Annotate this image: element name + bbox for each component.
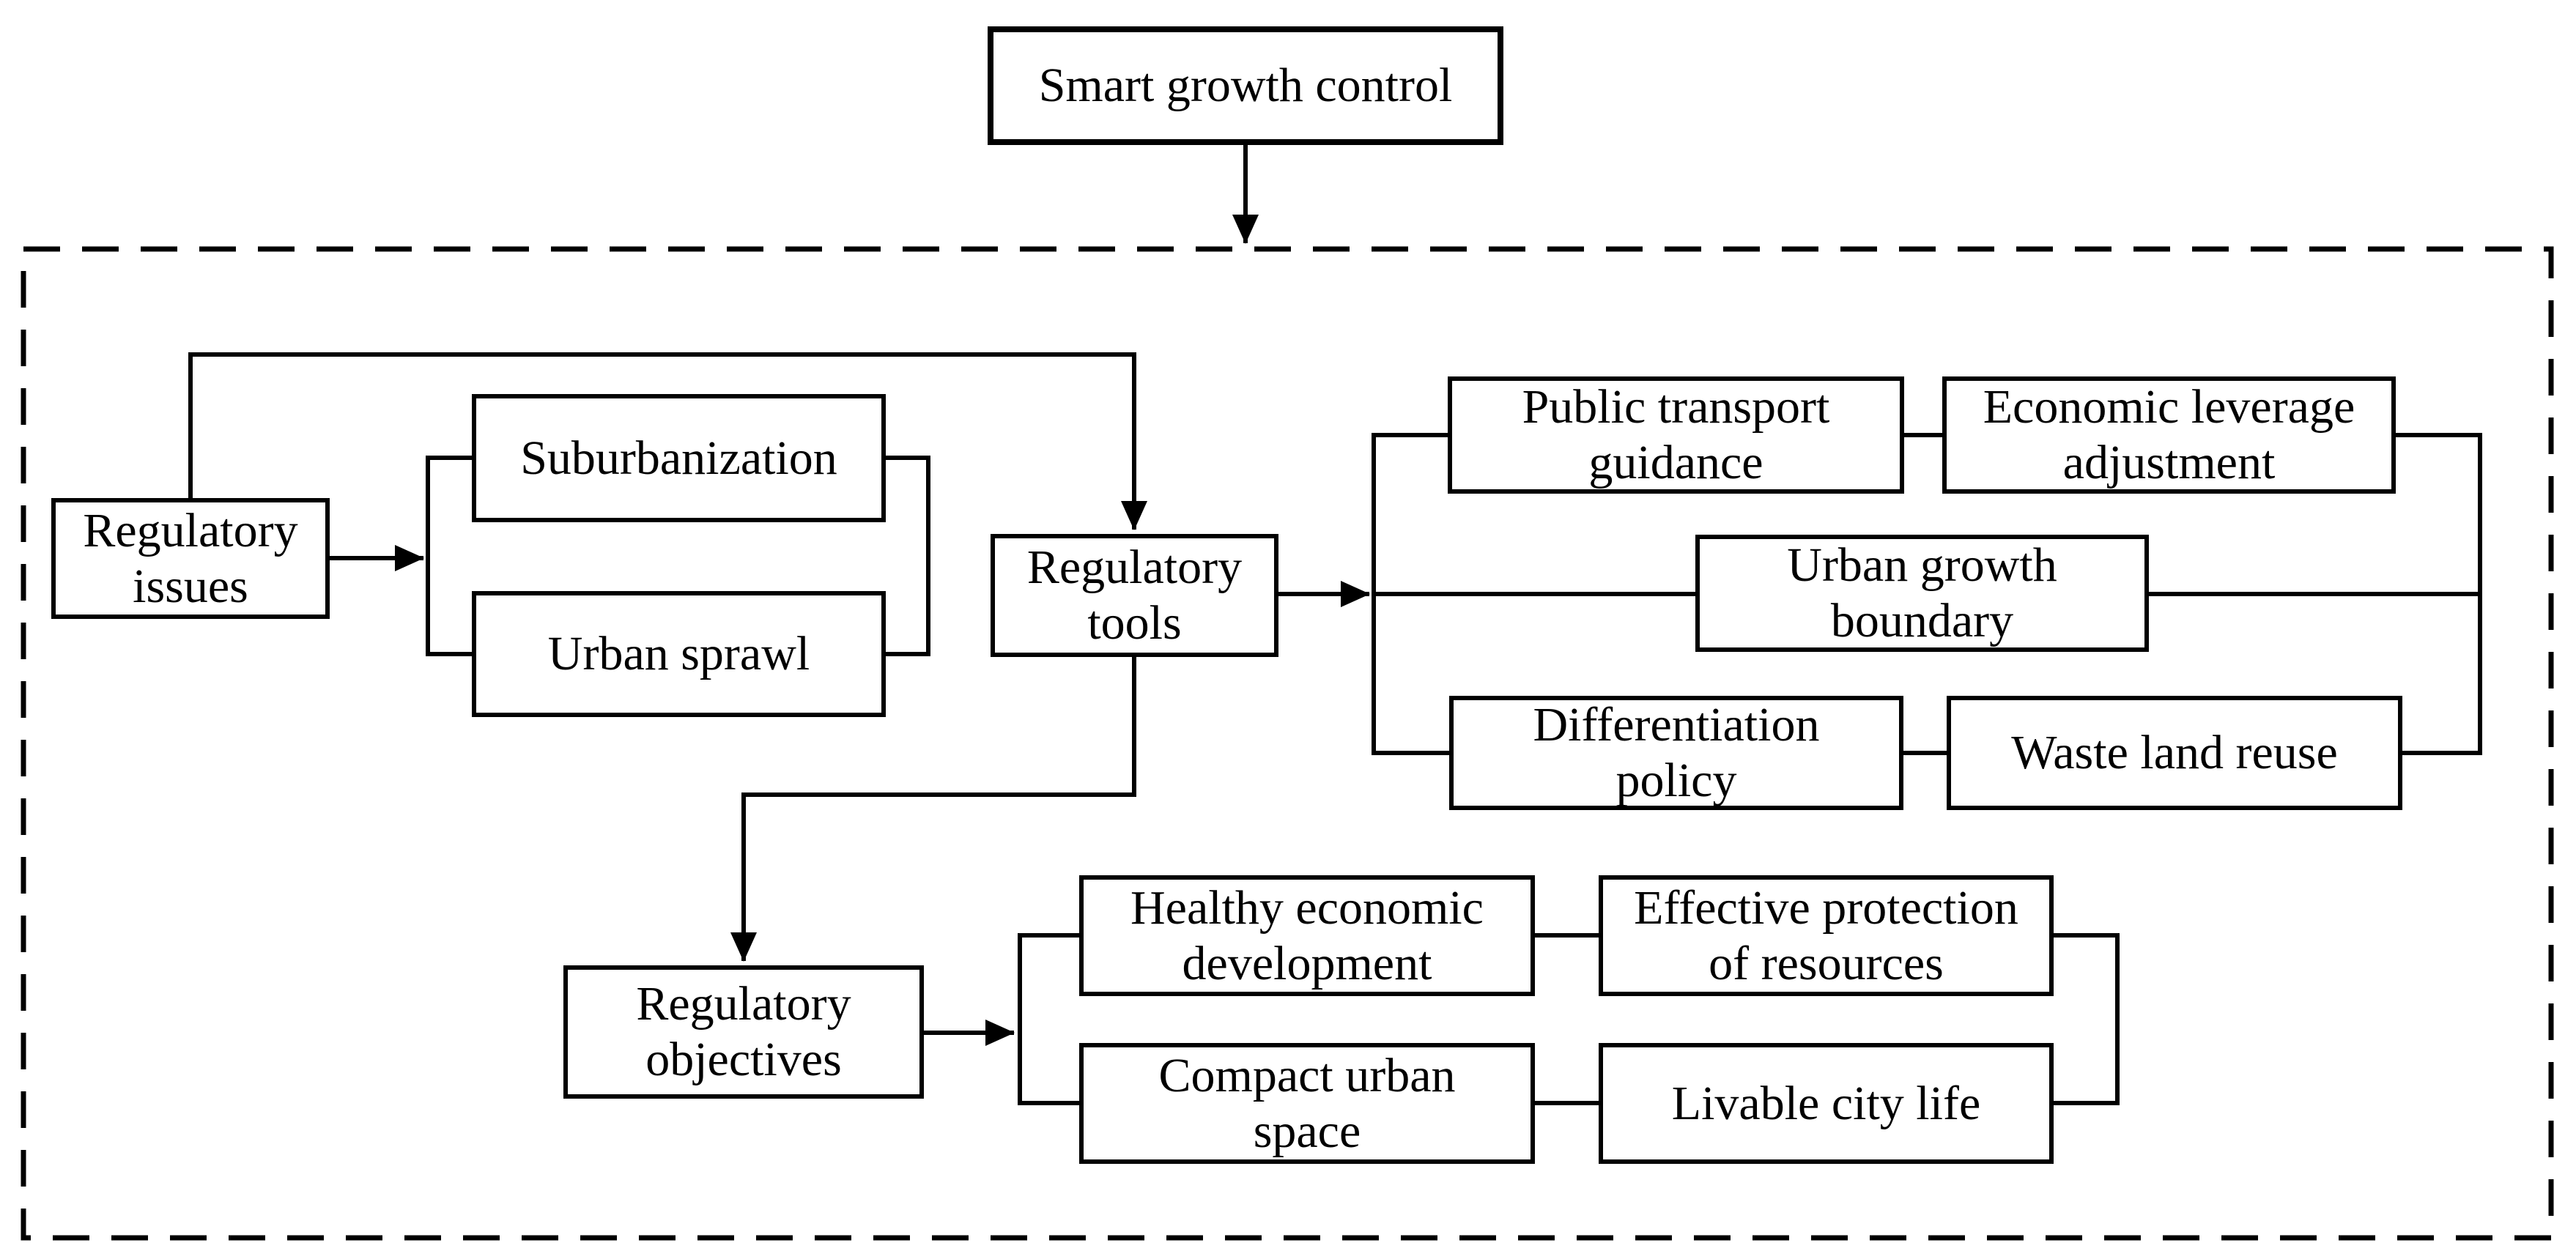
bracket-problems-right [884,456,930,656]
node-regulatory-objectives: Regulatory objectives [563,965,924,1099]
node-label: Livable city life [1671,1076,1981,1130]
node-effective-protection-of-resources: Effective protection of resources [1599,875,2054,996]
node-label: Healthy economic development [1130,880,1484,990]
node-livable-city-life: Livable city life [1599,1043,2054,1164]
node-label: Economic leverage adjustment [1983,380,2355,489]
node-label: Suburbanization [520,431,837,485]
node-regulatory-tools: Regulatory tools [991,534,1278,657]
bracket-tools-left [1372,433,1451,755]
edge-tools-to-objectives [730,656,1136,962]
node-suburbanization: Suburbanization [472,394,886,522]
bracket-tools-right [2394,433,2482,755]
node-waste-land-reuse: Waste land reuse [1947,696,2402,810]
node-label: Differentiation policy [1533,698,1820,807]
bracket-problems-left [426,456,475,656]
node-label: Regulatory tools [1026,541,1243,650]
node-compact-urban-space: Compact urban space [1079,1043,1535,1164]
node-label: Effective protection of resources [1634,880,2018,990]
node-label: Public transport guidance [1522,380,1830,489]
node-urban-sprawl: Urban sprawl [472,591,886,717]
node-label: Compact urban space [1158,1048,1456,1158]
node-differentiation-policy: Differentiation policy [1449,696,1903,810]
node-smart-growth-control: Smart growth control [988,26,1503,145]
node-urban-growth-boundary: Urban growth boundary [1695,535,2149,652]
node-regulatory-issues: Regulatory issues [51,498,330,619]
node-healthy-economic-development: Healthy economic development [1079,875,1535,996]
node-label: Waste land reuse [2011,726,2338,780]
node-label: Urban sprawl [547,627,810,681]
bracket-objectives-left [1018,933,1081,1105]
node-label: Regulatory objectives [636,977,851,1086]
node-label: Smart growth control [1038,59,1453,113]
node-label: Regulatory issues [83,503,298,613]
node-public-transport-guidance: Public transport guidance [1448,376,1904,494]
edge-issues-to-tools [188,352,1147,530]
node-economic-leverage-adjustment: Economic leverage adjustment [1942,376,2396,494]
bracket-objectives-right [2051,933,2120,1105]
node-label: Urban growth boundary [1787,538,2057,647]
dashed-frame [21,246,2554,1241]
